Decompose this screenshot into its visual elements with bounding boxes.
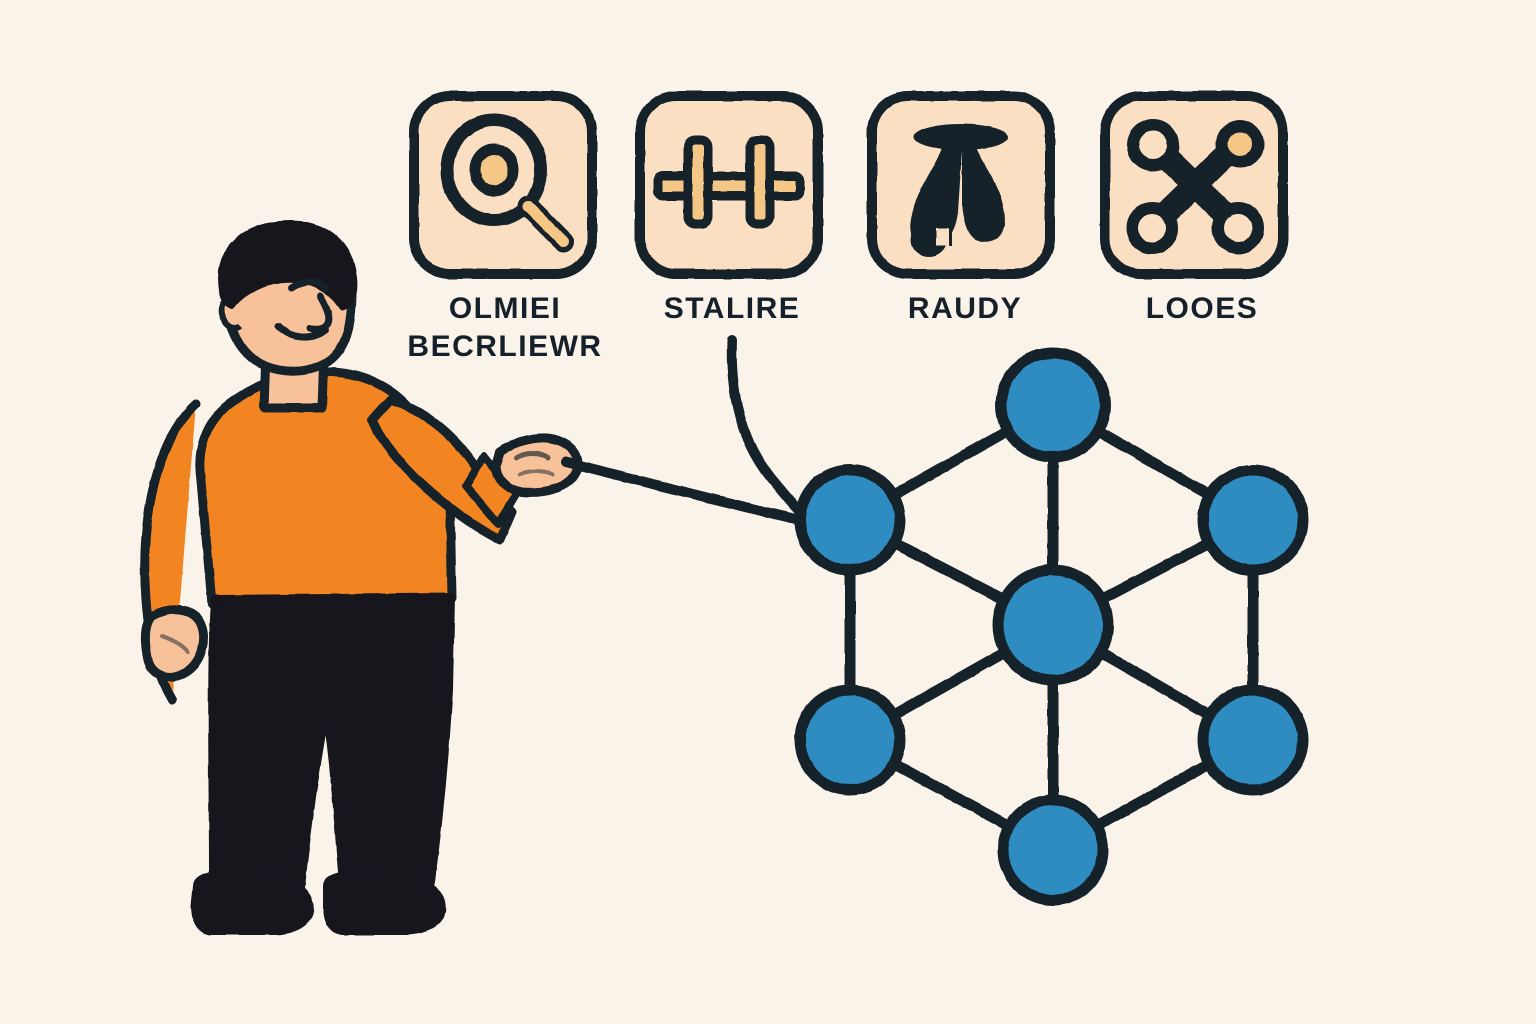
icon-card-label-1: STALIRE (663, 292, 801, 325)
icon-card-label-2: RAUDY (907, 292, 1023, 325)
faucet-icon (910, 124, 1008, 257)
presenter-figure (140, 220, 583, 935)
graph-nodes (794, 347, 1309, 906)
graph-node-upper-right[interactable] (1197, 464, 1309, 576)
graph-node-lower-right[interactable] (1197, 684, 1309, 796)
icon-card-label-0: OLMIEI BECRLIEWR (407, 292, 603, 364)
icon-card-3[interactable] (1100, 91, 1288, 279)
pointing-hand (491, 433, 583, 497)
shoe-right (323, 869, 446, 935)
card-background (867, 91, 1055, 279)
icon-card-1[interactable] (635, 91, 823, 279)
graph-node-lower-left[interactable] (794, 684, 906, 796)
graph-node-top[interactable] (995, 347, 1111, 463)
dumbbell-icon (653, 135, 805, 229)
icon-card-2[interactable] (867, 91, 1055, 279)
connector-hand-to-node (561, 457, 805, 525)
network-cross-icon (1126, 119, 1264, 254)
connector-lines (561, 335, 807, 525)
graph-node-upper-left[interactable] (794, 464, 906, 576)
icon-card-label-3: LOOES (1145, 292, 1259, 325)
trousers (208, 593, 455, 911)
graph-node-center[interactable] (992, 564, 1114, 686)
graph-node-bottom[interactable] (997, 794, 1109, 906)
icon-card-0[interactable] (409, 91, 597, 279)
connector-card-to-node (726, 335, 807, 519)
shoe-left (191, 869, 314, 935)
magnifier-icon (440, 113, 575, 253)
